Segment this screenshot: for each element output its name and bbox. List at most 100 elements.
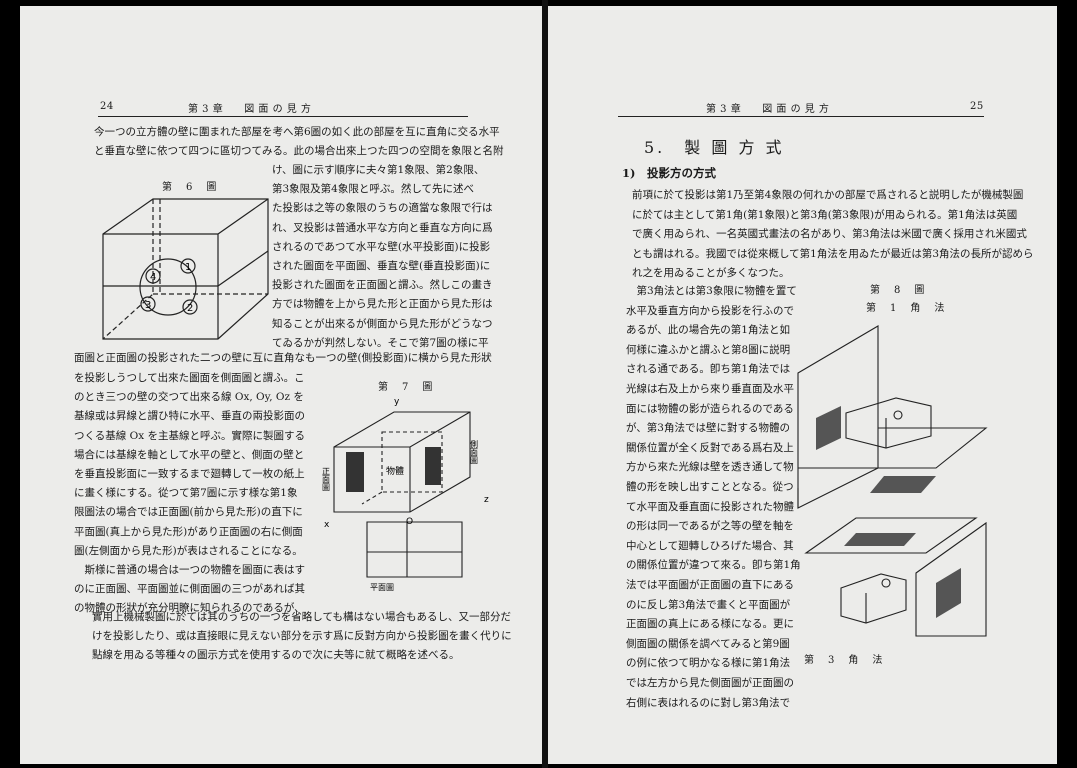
text-line: 體の形を映し出すこととなる。從つ bbox=[626, 481, 794, 493]
fig7-front-view-label: 正面圖 bbox=[322, 467, 331, 492]
text-line: を垂直投影面に一致するまで廻轉して一枚の紙上 bbox=[74, 468, 305, 480]
fig7-object-label: 物體 bbox=[386, 465, 404, 477]
figure-8-caption: 第 8 圖 bbox=[870, 285, 927, 296]
fig8-first-angle-plan-shading bbox=[870, 476, 936, 493]
text-line: に畫く様にする。從つて第7圖に示す様な第1象 bbox=[74, 487, 298, 500]
text-line: 限圖法の場合では正面圖(前から見た形)の直下に bbox=[74, 506, 303, 519]
fig6-box-edges bbox=[103, 198, 269, 339]
figure-7-caption: 第 7 圖 bbox=[378, 382, 435, 393]
fig7-plane-edges bbox=[334, 411, 471, 512]
header-rule bbox=[618, 116, 984, 117]
text-line: が、第3角法では壁に對する物體の bbox=[626, 422, 790, 435]
fig7-hidden-box bbox=[361, 431, 443, 505]
text-line: では左方から見た側面圖が正面圖の bbox=[626, 677, 794, 689]
text-line: 方から來た光線は壁を透き通して物 bbox=[626, 461, 794, 474]
text-line: と垂直な壁に依つて四つに區切つてみる。此の場合出來上つた四つの空間を象限と名附 bbox=[94, 145, 504, 158]
fig8-third-angle-horizontal-plane bbox=[804, 517, 978, 554]
text-line: 第3象限及第4象限と呼ぶ。然して先に述べ bbox=[272, 183, 475, 196]
fig7-unfolded-planes bbox=[366, 521, 463, 578]
text-line: け、圖に示す順序に夫々第1象限、第2象限、 bbox=[272, 164, 485, 176]
running-head: 第 3 章 図 面 の 見 方 bbox=[706, 104, 830, 115]
figure-6-quadrant-diagram: 1 2 3 4 bbox=[102, 198, 269, 340]
page-number: 25 bbox=[970, 101, 984, 112]
text-line: の形は同一であるが之等の壁を軸を bbox=[626, 520, 794, 533]
fig6-quadrant-marker-2 bbox=[182, 299, 198, 315]
text-line: の例に依つて明かなる様に第1角法 bbox=[626, 657, 791, 670]
fig7-axis-x: x bbox=[324, 520, 330, 530]
text-line: 基線或は昇線と謂ひ特に水平、垂直の兩投影面の bbox=[74, 410, 305, 423]
text-line: た投影は之等の象限のうちの適當な象限で行は bbox=[272, 202, 493, 215]
section-title: 5. 製 圖 方 式 bbox=[644, 138, 785, 157]
text-line: けを投影したり、或は直接眼に見えない部分を示す爲に反對方向から投影圖を畫く代りに bbox=[92, 630, 512, 643]
fig6-hidden-edges bbox=[102, 199, 268, 340]
figure-6-caption: 第 6 圖 bbox=[162, 182, 219, 193]
running-head: 第 3 章 図 面 の 見 方 bbox=[188, 104, 312, 115]
text-line: 知ることが出來るが側面から見た形がどうなつ bbox=[272, 317, 493, 330]
fig7-axis-y: y bbox=[394, 397, 400, 407]
text-line: 場合には基線を軸として水平の壁と、側面の壁と bbox=[74, 448, 305, 461]
text-line: 斯様に普通の場合は一つの物體を圖面に表はす bbox=[74, 564, 305, 576]
text-line: 光線は右及上から來り垂直面及水平 bbox=[626, 383, 794, 395]
fig7-origin: O bbox=[406, 517, 413, 527]
third-angle-label: 第 3 角 法 bbox=[804, 655, 885, 666]
fig8-third-angle-plan-shading bbox=[844, 533, 916, 546]
text-line: 面には物體の影が造られるのである bbox=[626, 402, 794, 415]
text-line: に於ては主として第1角(第1象限)と第3角(第3象限)が用ゐられる。第1角法は英… bbox=[632, 208, 1018, 221]
text-line: 關係位置が全く反對である爲右及上 bbox=[626, 441, 794, 454]
figure-7-projection-diagram: 正面圖 側面圖 物體 平面圖 x y z O bbox=[322, 397, 489, 592]
fig8-third-angle-vertical-plane bbox=[915, 521, 987, 637]
text-line: 圖(左側面から見た形)が表はされることになる。 bbox=[74, 544, 303, 557]
text-line: される通である。卽ち第1角法では bbox=[626, 363, 791, 376]
fig6-quadrant-label-2: 2 bbox=[187, 303, 193, 314]
fig8-first-angle-hole bbox=[893, 410, 903, 420]
text-line: て水平面及垂直面に投影された物體 bbox=[626, 500, 794, 513]
text-line: 中心として廻轉しひろげた場合、其 bbox=[626, 539, 794, 552]
text-line: 第3角法とは第3象限に物體を置て bbox=[626, 285, 797, 297]
text-line: あるが、此の場合先の第1角法と如 bbox=[626, 324, 790, 337]
fig7-vertical-plane bbox=[333, 411, 471, 513]
text-line: 方では物體を上から見た形と正面から見た形は bbox=[272, 298, 493, 311]
fig7-side-shading bbox=[425, 447, 441, 485]
fig8-first-angle-object bbox=[845, 397, 932, 449]
fig6-quadrant-marker-3 bbox=[140, 296, 156, 312]
text-line: 面圖と正面圖の投影された二つの壁に互に直角なも一つの壁(側投影面)に横から見た形… bbox=[74, 352, 492, 364]
fig8-first-angle-horizontal-plane bbox=[797, 427, 988, 508]
text-line: の物體の形狀が充分明瞭に知られるのであるが、 bbox=[74, 602, 305, 615]
text-line: で廣く用ゐられ、一名英國式畫法の名があり、第3角法は米國で廣く採用され米國式 bbox=[632, 228, 1027, 241]
fig6-quadrant-marker-4 bbox=[145, 268, 161, 284]
text-line: 平面圖(真上から見た形)があり正面圖の右に側面 bbox=[74, 525, 303, 538]
text-line: の關係位置が違つて來る。卽ち第1角 bbox=[626, 559, 801, 572]
text-line: れ、叉投影は普通水平な方向と垂直な方向に爲 bbox=[272, 221, 493, 234]
text-line: 點線を用ゐる等種々の圖示方式を使用するので次に夫等に就て概略を述べる。 bbox=[92, 649, 460, 662]
text-line: 法では平面圖が正面圖の直下にある bbox=[626, 579, 794, 591]
fig8-third-angle-object bbox=[840, 573, 907, 624]
text-line: 右側に表はれるのに對し第3角法で bbox=[626, 696, 791, 709]
text-line: 實用上機械製圖に於ては其のうちの一つを省略しても構はない場合もあるし、又一部分だ bbox=[92, 611, 511, 623]
fig7-front-shading bbox=[346, 452, 364, 492]
first-angle-label: 第 1 角 法 bbox=[866, 303, 947, 314]
subsection-title: 1) 投影方の方式 bbox=[622, 166, 716, 180]
fig8-first-angle-front-shading bbox=[816, 406, 841, 450]
fig8-third-angle-hole bbox=[881, 578, 891, 588]
text-line: 前項に於て投影は第1乃至第4象限の何れかの部屋で爲されると説明したが機械製圖 bbox=[632, 189, 1024, 201]
text-line: 何様に違ふかと謂ふと第8圖に説明 bbox=[626, 343, 791, 356]
right-page: 第 3 章 図 面 の 見 方 25 5. 製 圖 方 式 1) 投影方の方式 … bbox=[548, 6, 1057, 764]
fig6-rotation-circle bbox=[139, 258, 197, 316]
text-line: つくる基線 Ox を主基線と呼ぶ。實際に製圖する bbox=[74, 429, 305, 442]
fig6-quadrant-label-1: 1 bbox=[185, 262, 191, 273]
fig6-quadrant-label-3: 3 bbox=[145, 300, 151, 311]
header-rule bbox=[98, 116, 468, 117]
figure-8-angle-projection-diagram bbox=[797, 325, 988, 637]
text-line: を投影しうつして出來た圖面を側面圖と謂ふ。こ bbox=[74, 372, 305, 384]
left-page: 24 第 3 章 図 面 の 見 方 今一つの立方體の壁に圍まれた部屋を考へ第6… bbox=[20, 6, 542, 764]
book-gutter bbox=[542, 0, 548, 768]
page-number: 24 bbox=[100, 101, 114, 112]
text-line: 水平及垂直方向から投影を行ふので bbox=[626, 304, 794, 317]
text-line: とも謂はれる。我國では從來概して第1角法を用ゐたが最近は第3角法の長所が認めら bbox=[632, 247, 1034, 260]
fig7-side-view-label: 側面圖 bbox=[470, 439, 479, 465]
text-line: れ之を用ゐることが多くなつた。 bbox=[632, 267, 790, 280]
fig8-third-angle-side-shading bbox=[936, 568, 961, 618]
text-line: 今一つの立方體の壁に圍まれた部屋を考へ第6圖の如く此の部屋を互に直角に交る水平 bbox=[94, 126, 500, 138]
fig7-axis-z: z bbox=[484, 495, 489, 505]
fig7-plan-view-label: 平面圖 bbox=[370, 583, 394, 592]
